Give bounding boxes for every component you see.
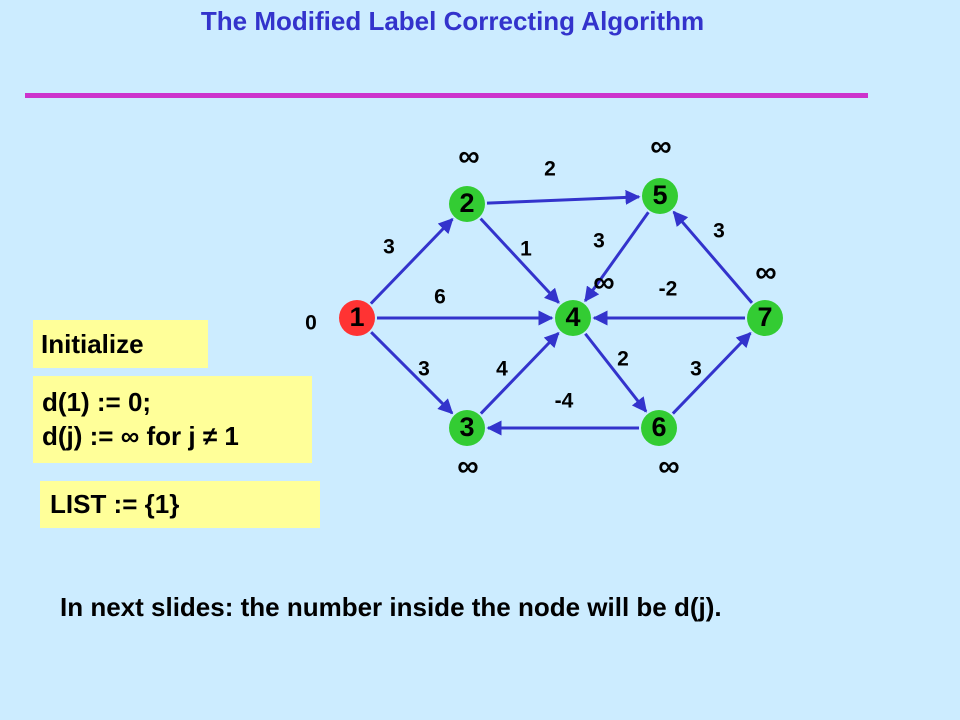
node-2: 2: [449, 186, 485, 222]
node-label-6: 6: [651, 412, 666, 442]
edge-weight-1-3: 3: [418, 358, 430, 381]
edge-1-3: [370, 331, 454, 415]
init-line-1: d(1) := 0;: [42, 387, 152, 417]
edge-weight-1-4: 6: [434, 286, 446, 309]
node-6: 6: [641, 410, 677, 446]
initialize-label: Initialize: [41, 329, 144, 359]
node-circle-4: [555, 300, 591, 336]
not-equal-symbol: ≠: [202, 421, 218, 451]
edge-2-4: [479, 217, 560, 304]
node-distance-3: ∞: [457, 450, 478, 483]
edge-6-7: [671, 332, 752, 415]
list-box: LIST := {1}: [40, 481, 320, 528]
node-distance-5: ∞: [650, 130, 671, 163]
initialize-box: Initialize: [33, 320, 208, 368]
edge-1-2: [369, 218, 454, 305]
node-label-5: 5: [652, 180, 667, 210]
node-4: 4: [555, 300, 591, 336]
edge-2-5: [486, 189, 641, 205]
node-5: 5: [642, 178, 678, 214]
edge-weight-3-4: 4: [496, 358, 508, 381]
init-line-2-c: 1: [217, 421, 239, 451]
node-distance-7: ∞: [755, 256, 776, 289]
node-distance-2: ∞: [458, 140, 479, 173]
node-distance-4: ∞: [593, 266, 614, 299]
edge-7-5: [672, 210, 754, 304]
node-circle-2: [449, 186, 485, 222]
edge-weight-6-3: -4: [555, 390, 574, 413]
node-label-2: 2: [459, 188, 474, 218]
edge-weight-2-5: 2: [544, 158, 556, 181]
node-circle-5: [642, 178, 678, 214]
edge-3-4: [479, 332, 560, 415]
title-divider: [25, 93, 868, 98]
node-1: 1: [339, 300, 375, 336]
node-label-7: 7: [757, 302, 772, 332]
init-line-2-b: for j: [139, 421, 203, 451]
edge-4-6: [584, 332, 648, 413]
page-title: The Modified Label Correcting Algorithm: [200, 6, 705, 36]
edge-weight-2-4: 1: [520, 238, 532, 261]
edge-weight-4-6: 2: [617, 348, 629, 371]
distance-definition-box: d(1) := 0; d(j) := ∞ for j ≠ 1: [33, 376, 312, 463]
init-line-2: d(j) := ∞ for j ≠ 1: [42, 419, 312, 453]
node-label-3: 3: [459, 412, 474, 442]
edge-weight-7-4: -2: [659, 278, 678, 301]
node-label-1: 1: [349, 302, 364, 332]
edge-5-4: [583, 211, 650, 303]
node-7: 7: [747, 300, 783, 336]
footer-note: In next slides: the number inside the no…: [60, 592, 722, 622]
node-distance-6: ∞: [658, 450, 679, 483]
node-circle-3: [449, 410, 485, 446]
node-3: 3: [449, 410, 485, 446]
node-circle-6: [641, 410, 677, 446]
edge-weight-1-2: 3: [383, 236, 395, 259]
infinity-symbol: ∞: [120, 421, 140, 451]
node-distance-1: 0: [305, 312, 317, 335]
list-label: LIST := {1}: [50, 489, 180, 519]
init-line-2-a: d(j) :=: [42, 421, 121, 451]
edge-weight-5-4: 3: [593, 230, 605, 253]
node-circle-1: [339, 300, 375, 336]
node-label-4: 4: [565, 302, 580, 332]
edge-weight-7-5: 3: [713, 220, 725, 243]
node-circle-7: [747, 300, 783, 336]
edge-weight-6-7: 3: [690, 358, 702, 381]
